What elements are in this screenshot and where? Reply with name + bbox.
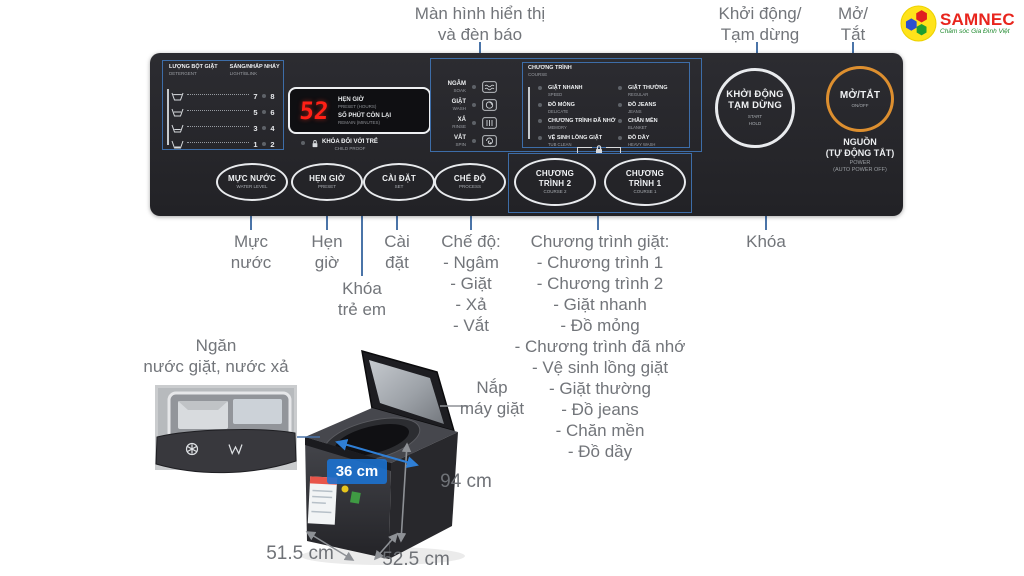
drum-diameter-arrow bbox=[335, 438, 419, 469]
led-indicator bbox=[472, 85, 476, 90]
detergent-section: LƯỢNG BỘT GIẶT DETERGENT SÁNG/NHẤP NHÁY … bbox=[162, 60, 284, 150]
led-indicator bbox=[538, 86, 542, 90]
control-panel: LƯỢNG BỘT GIẶT DETERGENT SÁNG/NHẤP NHÁY … bbox=[150, 53, 903, 216]
detergent-drawer-photo bbox=[155, 385, 297, 474]
callout-lock: Khóa bbox=[746, 232, 786, 251]
led-display: 52 HẸN GIỜ PRESET (HOURS) SỐ PHÚT CÒN LẠ… bbox=[288, 87, 431, 134]
detergent-cup-icon bbox=[171, 92, 184, 100]
course-1-button[interactable]: CHƯƠNG TRÌNH 1 COURSE 1 bbox=[604, 158, 686, 206]
child-lock-icon bbox=[312, 140, 318, 148]
course-bracket bbox=[528, 87, 530, 139]
course-title: CHƯƠNG TRÌNH COURSE bbox=[528, 65, 572, 77]
callout-line-display bbox=[479, 42, 481, 59]
callout-process-list: Chế độ: - Ngâm - Giặt - Xả - Vắt bbox=[441, 232, 501, 335]
auto-power-off-note: NGUỒN (TỰ ĐỘNG TẮT) POWER (AUTO POWER OF… bbox=[825, 137, 895, 173]
remain-minutes-label: SỐ PHÚT CÒN LẠI REMAIN (MINUTES) bbox=[338, 112, 392, 125]
soak-icon bbox=[482, 81, 497, 94]
height-dimension-label: 94 cm bbox=[440, 471, 492, 492]
led-indicator bbox=[538, 119, 542, 123]
depth-arrow bbox=[305, 531, 355, 561]
rinse-icon bbox=[482, 117, 497, 130]
callout-course-list: Chương trình giặt: - Chương trình 1 - Ch… bbox=[514, 232, 686, 461]
led-indicator bbox=[472, 103, 476, 108]
preset-hours-label: HẸN GIỜ PRESET (HOURS) bbox=[338, 96, 377, 109]
drawer-icon-glyphs bbox=[185, 442, 243, 456]
led-indicator bbox=[262, 110, 266, 114]
led-indicator bbox=[618, 86, 622, 90]
washing-machine-photo bbox=[301, 349, 465, 565]
callout-on-off: Mở/Tắt bbox=[837, 4, 869, 44]
course-lock-bracket bbox=[577, 145, 621, 155]
led-indicator bbox=[538, 135, 542, 140]
led-indicator bbox=[618, 135, 622, 140]
samnec-logo: SAMNEC Chăm sóc Gia Đình Việt bbox=[900, 5, 1015, 42]
led-indicator bbox=[618, 102, 622, 107]
logo-tagline: Chăm sóc Gia Đình Việt bbox=[940, 28, 1010, 35]
logo-name: SAMNEC bbox=[940, 10, 1015, 29]
led-indicator bbox=[472, 139, 476, 144]
callout-line-course bbox=[597, 209, 599, 230]
detergent-cup-icon bbox=[171, 108, 184, 116]
width-arrow bbox=[373, 532, 399, 561]
lid-glass bbox=[369, 360, 444, 424]
drum-dimension-badge: 36 cm bbox=[327, 459, 387, 484]
light-blink-title: SÁNG/NHẤP NHÁY LIGHT/BLINK bbox=[229, 64, 280, 76]
led-indicator bbox=[262, 142, 266, 146]
width-dimension-label: 52.5 cm bbox=[382, 549, 450, 570]
spin-icon bbox=[482, 135, 497, 148]
detergent-title: LƯỢNG BỘT GIẶT DETERGENT bbox=[169, 64, 218, 76]
led-indicator bbox=[301, 141, 305, 145]
led-indicator bbox=[538, 102, 542, 107]
led-indicator bbox=[262, 126, 266, 130]
detergent-cup-icon bbox=[171, 124, 184, 132]
led-indicator bbox=[262, 94, 266, 98]
detergent-cup-icon bbox=[171, 140, 184, 148]
indicator-region-outline bbox=[430, 58, 702, 152]
led-indicator bbox=[618, 119, 622, 123]
led-indicator bbox=[472, 121, 476, 126]
wash-icon bbox=[482, 99, 497, 112]
course-lock-icon bbox=[596, 145, 602, 154]
on-off-button[interactable]: MỞ/TẮT ON/OFF bbox=[826, 66, 894, 132]
detergent-bracket bbox=[167, 89, 169, 145]
callout-start-pause: Khởi động/Tạm dừng bbox=[718, 4, 802, 44]
depth-dimension-label: 51.5 cm bbox=[266, 543, 334, 564]
samnec-logo-icon bbox=[900, 5, 937, 42]
course-buttons-outline bbox=[508, 153, 692, 213]
display-value: 52 bbox=[298, 96, 330, 125]
course-2-button[interactable]: CHƯƠNG TRÌNH 2 COURSE 2 bbox=[514, 158, 596, 206]
child-proof-indicator: KHÓA ĐỐI VỚI TRẺ CHILD PROOF bbox=[298, 139, 378, 152]
start-pause-button[interactable]: KHỞI ĐỘNG TẠM DỪNG START HOLD bbox=[715, 68, 795, 148]
